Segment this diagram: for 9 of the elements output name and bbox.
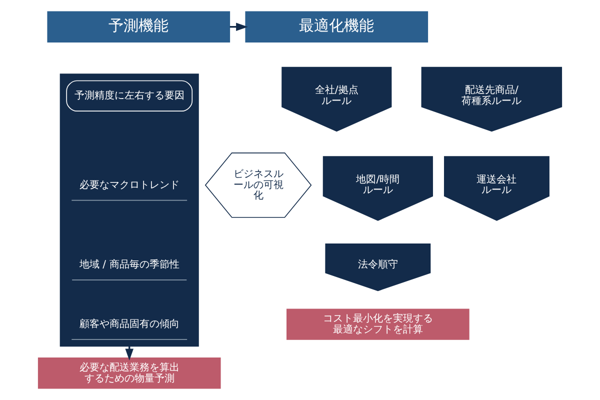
- node-text: 地域 / 商品毎の季節性: [79, 259, 180, 270]
- node-text: 顧客や商品固有の傾向: [79, 318, 180, 330]
- node-box: 予測精度に左右する要因: [66, 80, 193, 112]
- node-box: 予測機能: [47, 11, 230, 42]
- node-box: 最適化機能: [245, 11, 428, 42]
- node-box: 必要な配送業務を算出するための物量予測: [38, 358, 221, 389]
- cluster: [60, 74, 199, 347]
- node-box: コスト最小化を実現する最適なシフトを計算: [286, 308, 470, 340]
- node-text: 必要なマクロトレンド: [79, 180, 180, 191]
